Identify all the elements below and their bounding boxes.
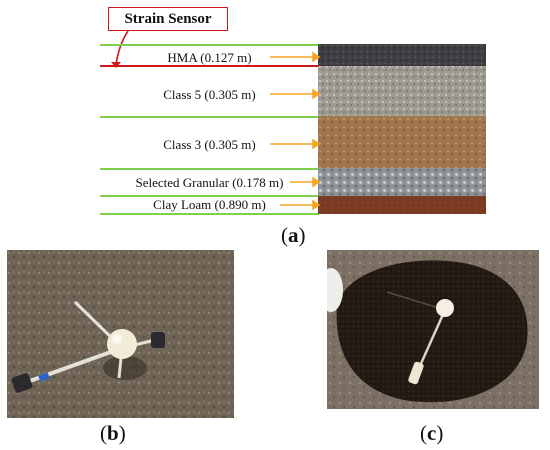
photo-b-sensor-head [107, 329, 137, 359]
photo-c-cable [386, 291, 446, 311]
arrow-class5-head [312, 88, 321, 100]
photo-b-tip-right [151, 332, 165, 348]
caption-c: (c) [420, 421, 443, 446]
layer-texture-stack [318, 44, 486, 214]
photo-c-sensor-arm [417, 309, 447, 369]
arrow-selected-granular-head [312, 176, 321, 188]
layer-texture-clay-loam [318, 196, 486, 214]
photo-b-sensor-highlight [112, 334, 122, 344]
layer-label-class3: Class 3 (0.305 m) [163, 137, 256, 152]
layer-boundary-top [100, 44, 319, 46]
strain-sensor-line [100, 65, 319, 67]
arrow-class3-head [312, 138, 321, 150]
layer-label-hma: HMA (0.127 m) [167, 50, 252, 65]
arrow-hma-head [312, 51, 321, 63]
caption-c-letter: c [427, 421, 437, 445]
layer-texture-hma [318, 44, 486, 66]
caption-a-open: ( [281, 223, 288, 247]
strain-sensor-label: Strain Sensor [124, 10, 212, 27]
caption-b: (b) [100, 421, 126, 446]
caption-b-open: ( [100, 421, 107, 445]
arrow-clay-loam-head [312, 199, 321, 211]
caption-a-close: ) [298, 223, 306, 247]
layer-label-clay-loam: Clay Loam (0.890 m) [153, 197, 266, 212]
photo-c-asphalt-patch [336, 260, 528, 403]
photo-c-sensor-tip [408, 361, 424, 385]
photo-b-band [38, 372, 50, 382]
strain-sensor-callout: Strain Sensor [108, 7, 228, 31]
caption-b-close: ) [118, 421, 126, 445]
layer-boundary-selected-clay [100, 195, 319, 197]
layer-texture-class5 [318, 66, 486, 116]
caption-b-letter: b [107, 421, 119, 445]
photo-c-sensor-under-asphalt [327, 250, 539, 409]
photo-c-white-object [327, 268, 343, 312]
layer-boundary-bottom [100, 213, 319, 215]
layer-boundary-class5-class3 [100, 116, 319, 118]
callout-pointer-curve [115, 30, 129, 65]
photo-b-sensor-in-soil [7, 250, 234, 418]
layer-texture-class3 [318, 116, 486, 168]
photo-b-tip-left [11, 373, 33, 393]
caption-a-letter: a [288, 223, 299, 247]
photo-c-sensor-head [436, 299, 454, 317]
layer-label-selected-granular: Selected Granular (0.178 m) [135, 175, 284, 190]
caption-a: (a) [281, 223, 306, 248]
caption-c-close: ) [436, 421, 444, 445]
layer-label-class5: Class 5 (0.305 m) [163, 87, 256, 102]
photo-b-hole [103, 356, 147, 380]
layer-boundary-class3-selected [100, 168, 319, 170]
caption-c-open: ( [420, 421, 427, 445]
layer-texture-selected-granular [318, 168, 486, 196]
